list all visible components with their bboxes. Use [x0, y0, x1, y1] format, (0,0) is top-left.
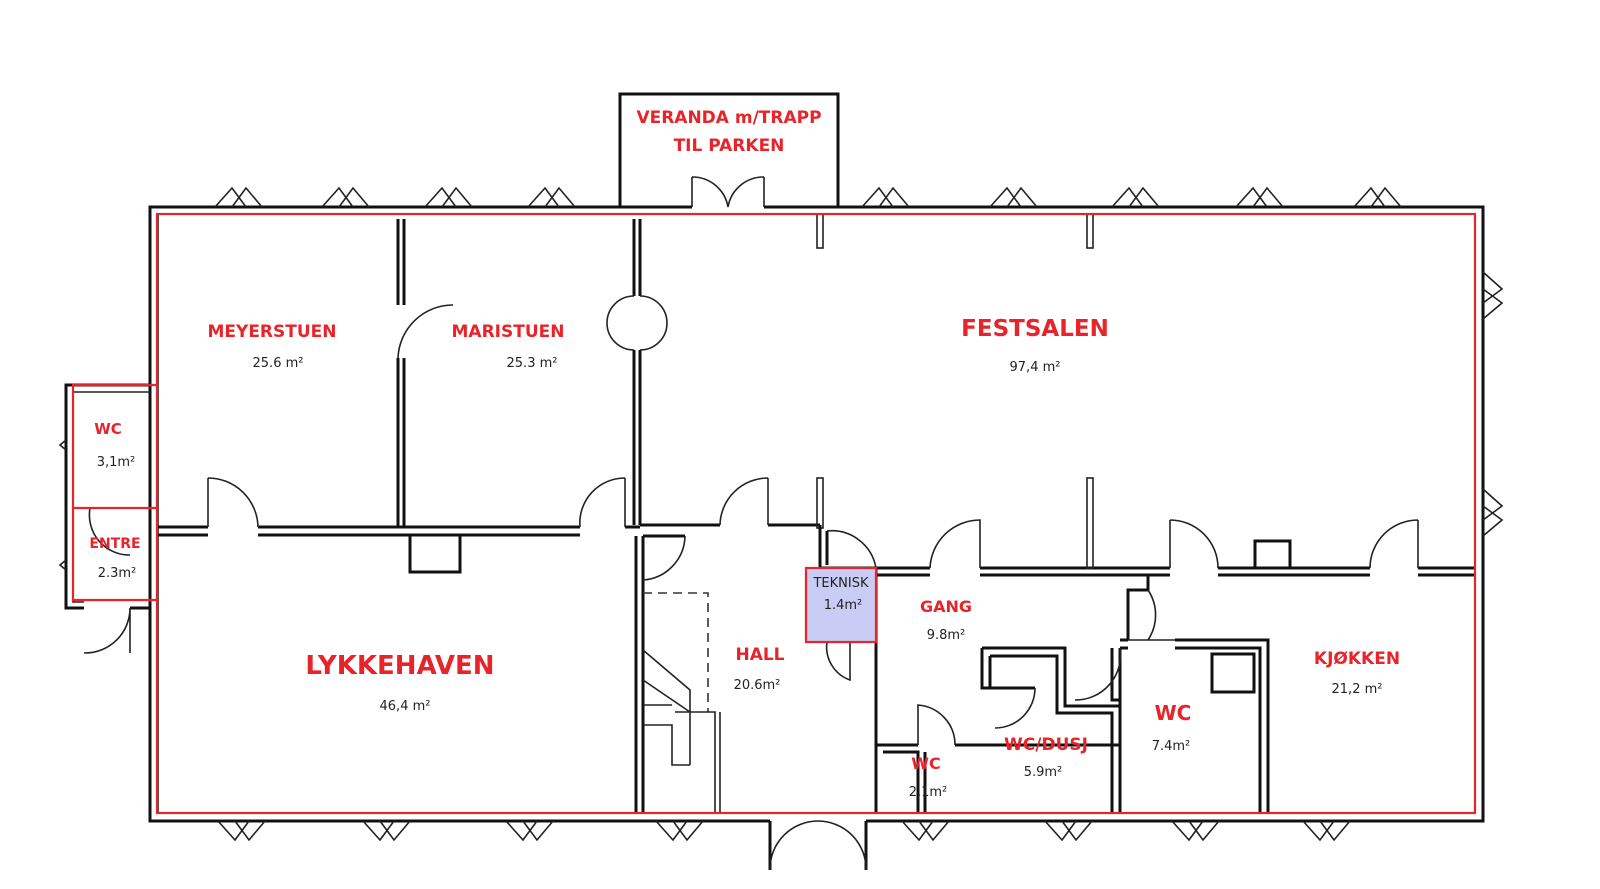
room-hall-name: HALL [735, 645, 784, 665]
room-kjokken-area: 21,2 m² [1332, 682, 1383, 697]
room-teknisk-area: 1.4m² [824, 598, 863, 613]
window-bottom-5 [901, 820, 950, 842]
window-left-1 [58, 439, 67, 451]
window-bottom-6 [1044, 820, 1093, 842]
room-outlines [71, 212, 1477, 815]
room-maristuen-name: MARISTUEN [452, 322, 565, 342]
room-wc-right-area: 7.4m² [1152, 739, 1191, 754]
room-wc-right-name: WC [1155, 701, 1192, 725]
outer-walls [64, 205, 1485, 823]
window-top-1 [214, 186, 263, 208]
room-wc-small-area: 2,1m² [909, 785, 948, 800]
room-lykkehaven-name: LYKKEHAVEN [305, 651, 494, 681]
room-teknisk-name: TEKNISK [812, 576, 868, 591]
room-hall-area: 20.6m² [734, 678, 781, 693]
interior-walls [158, 213, 1475, 813]
room-wc-dusj-area: 5.9m² [1024, 765, 1063, 780]
room-gang-name: GANG [920, 597, 972, 616]
room-wc-left-name: WC [94, 420, 122, 438]
room-meyerstuen-area: 25.6 m² [253, 356, 304, 371]
window-right-2 [1482, 488, 1504, 537]
doors [73, 295, 1419, 871]
room-meyerstuen-name: MEYERSTUEN [207, 322, 336, 342]
veranda-label-line1: VERANDA m/TRAPP [636, 108, 821, 128]
window-top-2 [321, 186, 370, 208]
veranda-label-line2: TIL PARKEN [674, 136, 785, 156]
room-entre-area: 2.3m² [98, 566, 137, 581]
window-bottom-2 [362, 820, 411, 842]
window-bottom-3 [505, 820, 554, 842]
room-wc-dusj-name: WC/DUSJ [1004, 735, 1088, 755]
windows [58, 186, 1504, 842]
window-right-1 [1482, 271, 1504, 320]
room-lykkehaven-area: 46,4 m² [380, 699, 431, 714]
room-wc-left-area: 3,1m² [97, 455, 136, 470]
room-festsalen-name: FESTSALEN [961, 316, 1109, 342]
room-festsalen-area: 97,4 m² [1010, 360, 1061, 375]
window-top-8 [1235, 186, 1284, 208]
window-top-4 [527, 186, 576, 208]
window-bottom-4 [655, 820, 704, 842]
window-top-3 [424, 186, 473, 208]
teknisk-box [804, 566, 878, 644]
window-bottom-1 [217, 820, 266, 842]
window-top-6 [989, 186, 1038, 208]
window-top-7 [1111, 186, 1160, 208]
window-bottom-7 [1171, 820, 1220, 842]
window-top-5 [861, 186, 910, 208]
labels: VERANDA m/TRAPP TIL PARKEN MEYERSTUEN 25… [89, 108, 1400, 800]
window-top-9 [1353, 186, 1402, 208]
room-entre-name: ENTRE [89, 536, 140, 552]
room-maristuen-area: 25.3 m² [507, 356, 558, 371]
room-wc-small-name: WC [911, 754, 940, 773]
window-bottom-8 [1302, 820, 1351, 842]
veranda [618, 92, 840, 212]
room-gang-area: 9.8m² [927, 628, 966, 643]
room-kjokken-name: KJØKKEN [1314, 649, 1400, 669]
window-left-2 [58, 559, 67, 571]
